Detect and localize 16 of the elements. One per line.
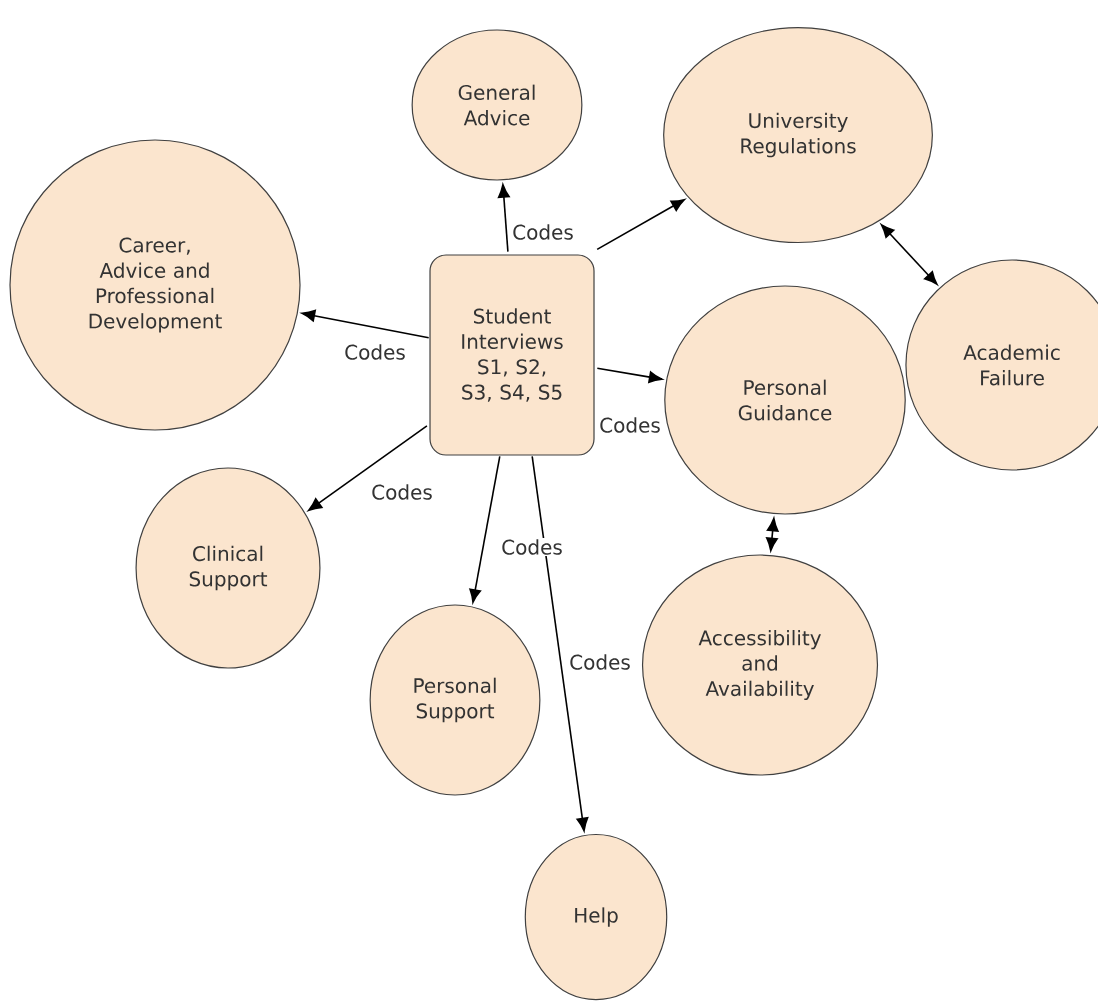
edge-label: Codes	[342, 342, 408, 362]
arrow	[301, 309, 430, 339]
arrow	[531, 455, 589, 832]
edge-label: Codes	[510, 222, 576, 242]
arrow	[308, 425, 428, 512]
arrow	[596, 198, 686, 251]
arrow	[596, 367, 663, 384]
rounded-box: Student Interviews S1, S2, S3, S4, S5	[429, 254, 595, 456]
edge-label: Codes	[597, 415, 663, 435]
edge-label: Codes	[567, 652, 633, 672]
arrow	[469, 455, 501, 603]
arrow	[766, 517, 779, 552]
arrow	[880, 224, 938, 285]
edge-label: Codes	[369, 482, 435, 502]
arrow	[497, 183, 510, 253]
edge-label: Codes	[499, 537, 565, 557]
